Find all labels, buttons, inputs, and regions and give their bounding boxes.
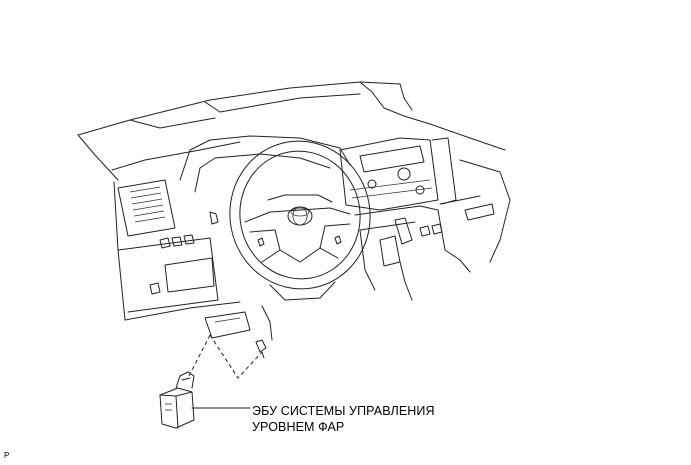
bolt-clip: [255, 339, 267, 359]
dashboard-top: [77, 81, 506, 181]
passenger-dash: [439, 159, 511, 263]
corner-mark: P: [4, 451, 10, 460]
ecu-label-line-1: ЭБУ СИСТЕМЫ УПРАВЛЕНИЯ: [252, 404, 435, 418]
steering-column: [204, 281, 336, 341]
instrument-cluster: [179, 135, 351, 225]
left-dash-panel: [113, 179, 241, 321]
center-console: [339, 137, 471, 301]
steering-wheel: [229, 140, 371, 290]
ecu-label-line-2: УРОВНЕМ ФАР: [252, 420, 345, 434]
headlight-leveling-ecu: [159, 371, 195, 429]
connector-dashed-lines: [187, 334, 263, 379]
